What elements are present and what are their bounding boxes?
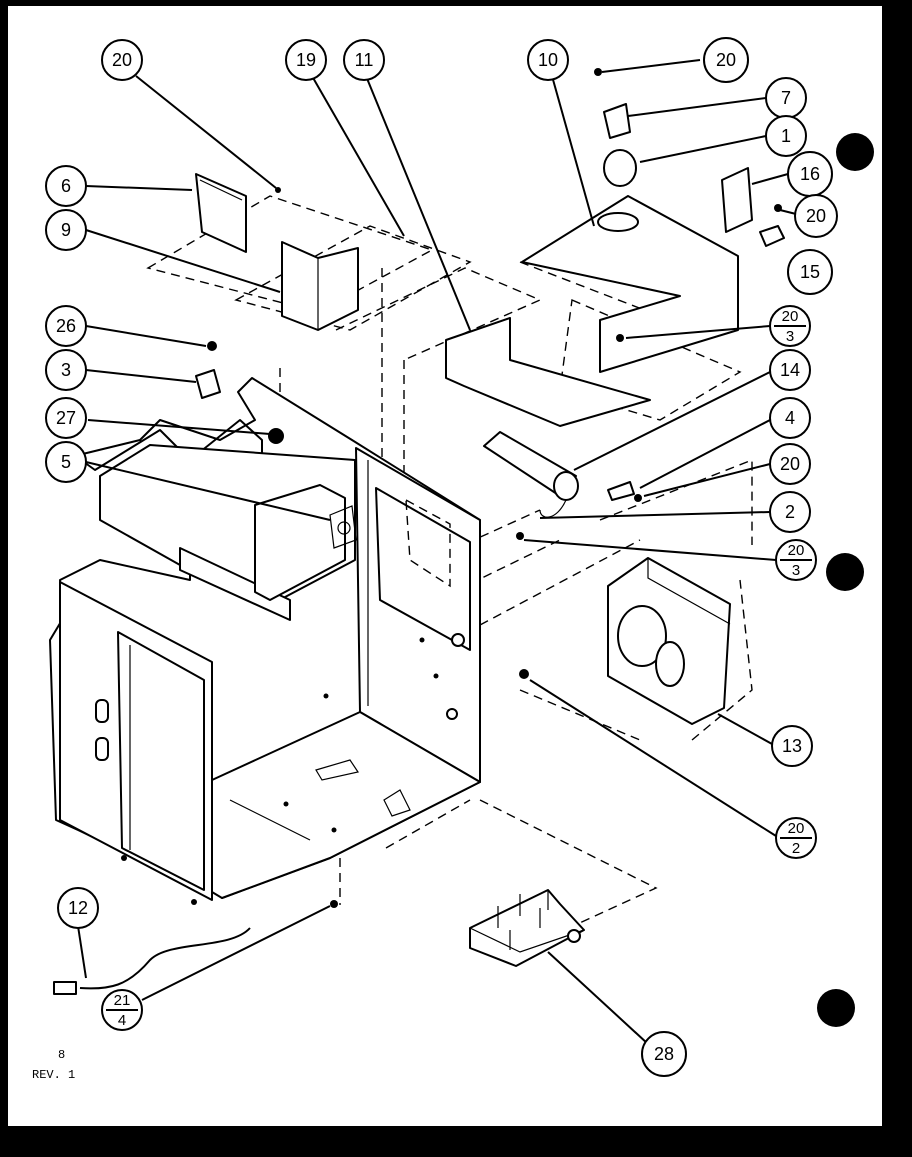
part-6-cover-plate [195,173,247,253]
svg-text:3: 3 [786,328,794,345]
callout-20: 20 [794,194,838,238]
binder-hole-middle [826,553,864,591]
svg-text:26: 26 [56,316,76,336]
svg-text:20: 20 [780,454,800,474]
part-4-resistor [607,481,635,501]
part-1-bulb [603,149,637,187]
svg-text:27: 27 [56,408,76,428]
callout-2: 2 [769,491,811,533]
callout-13: 13 [771,725,813,767]
part-3-clip [195,369,221,399]
svg-text:21: 21 [114,992,131,1009]
svg-text:20: 20 [788,820,805,837]
part-10-lamp-housing [521,195,739,373]
svg-text:16: 16 [800,164,820,184]
part-16-switch-bracket [721,167,753,233]
svg-text:2: 2 [792,840,800,857]
callout-28: 28 [641,1031,687,1077]
callout-20: 20 [769,443,811,485]
callout-14: 14 [769,349,811,391]
svg-text:4: 4 [785,408,795,428]
leader-lines [77,59,797,1045]
svg-text:3: 3 [792,562,800,579]
fraction-callout-20-3: 20 3 [769,305,811,347]
part-14-capacitor [483,431,577,497]
callout-group: 20 19 11 10 20 7 1 16 20 15 6 9 26 3 27 … [45,37,838,1077]
page-number: 8 [58,1048,65,1062]
callout-7: 7 [765,77,807,119]
svg-text:20: 20 [788,542,805,559]
callout-12: 12 [57,887,99,929]
part-26-screw [207,341,217,351]
svg-text:10: 10 [538,50,558,70]
binder-hole-top [836,133,874,171]
svg-text:4: 4 [118,1012,126,1029]
svg-text:20: 20 [782,308,799,325]
svg-text:11: 11 [355,50,374,70]
svg-text:20: 20 [716,50,736,70]
callout-20: 20 [703,37,749,83]
cabinet-chassis [49,377,481,905]
svg-text:14: 14 [780,360,800,380]
callout-3: 3 [45,349,87,391]
callout-1: 1 [765,115,807,157]
callout-5: 5 [45,441,87,483]
fraction-callout-20-3: 20 3 [775,539,817,581]
callout-15: 15 [787,249,833,295]
svg-text:6: 6 [61,176,71,196]
svg-text:20: 20 [806,206,826,226]
svg-text:3: 3 [61,360,71,380]
svg-text:12: 12 [68,898,88,918]
svg-text:9: 9 [61,220,71,240]
callout-9: 9 [45,209,87,251]
part-12-power-cord [79,927,251,990]
part-7-socket [603,103,631,139]
svg-text:2: 2 [785,502,795,522]
part-15-fuse [759,225,785,247]
svg-text:5: 5 [61,452,71,472]
callout-6: 6 [45,165,87,207]
callout-11: 11 [343,39,385,81]
callout-10: 10 [527,39,569,81]
svg-text:15: 15 [800,262,820,282]
callout-4: 4 [769,397,811,439]
callout-26: 26 [45,305,87,347]
callout-19: 19 [285,39,327,81]
binder-hole-bottom [817,989,855,1027]
fraction-callout-21-4: 21 4 [101,989,143,1031]
svg-text:13: 13 [782,736,802,756]
callout-20: 20 [101,39,143,81]
callout-27: 27 [45,397,87,439]
callout-16: 16 [787,151,833,197]
fraction-callout-group: 20 3 20 3 20 2 21 4 [101,305,817,1031]
part-11-shelf [445,317,651,427]
svg-text:19: 19 [296,50,316,70]
fraction-callout-20-2: 20 2 [775,817,817,859]
svg-text:7: 7 [781,88,791,108]
svg-text:1: 1 [781,126,791,146]
svg-text:20: 20 [112,50,132,70]
svg-text:28: 28 [654,1044,674,1064]
revision-label: REV. 1 [32,1068,75,1082]
